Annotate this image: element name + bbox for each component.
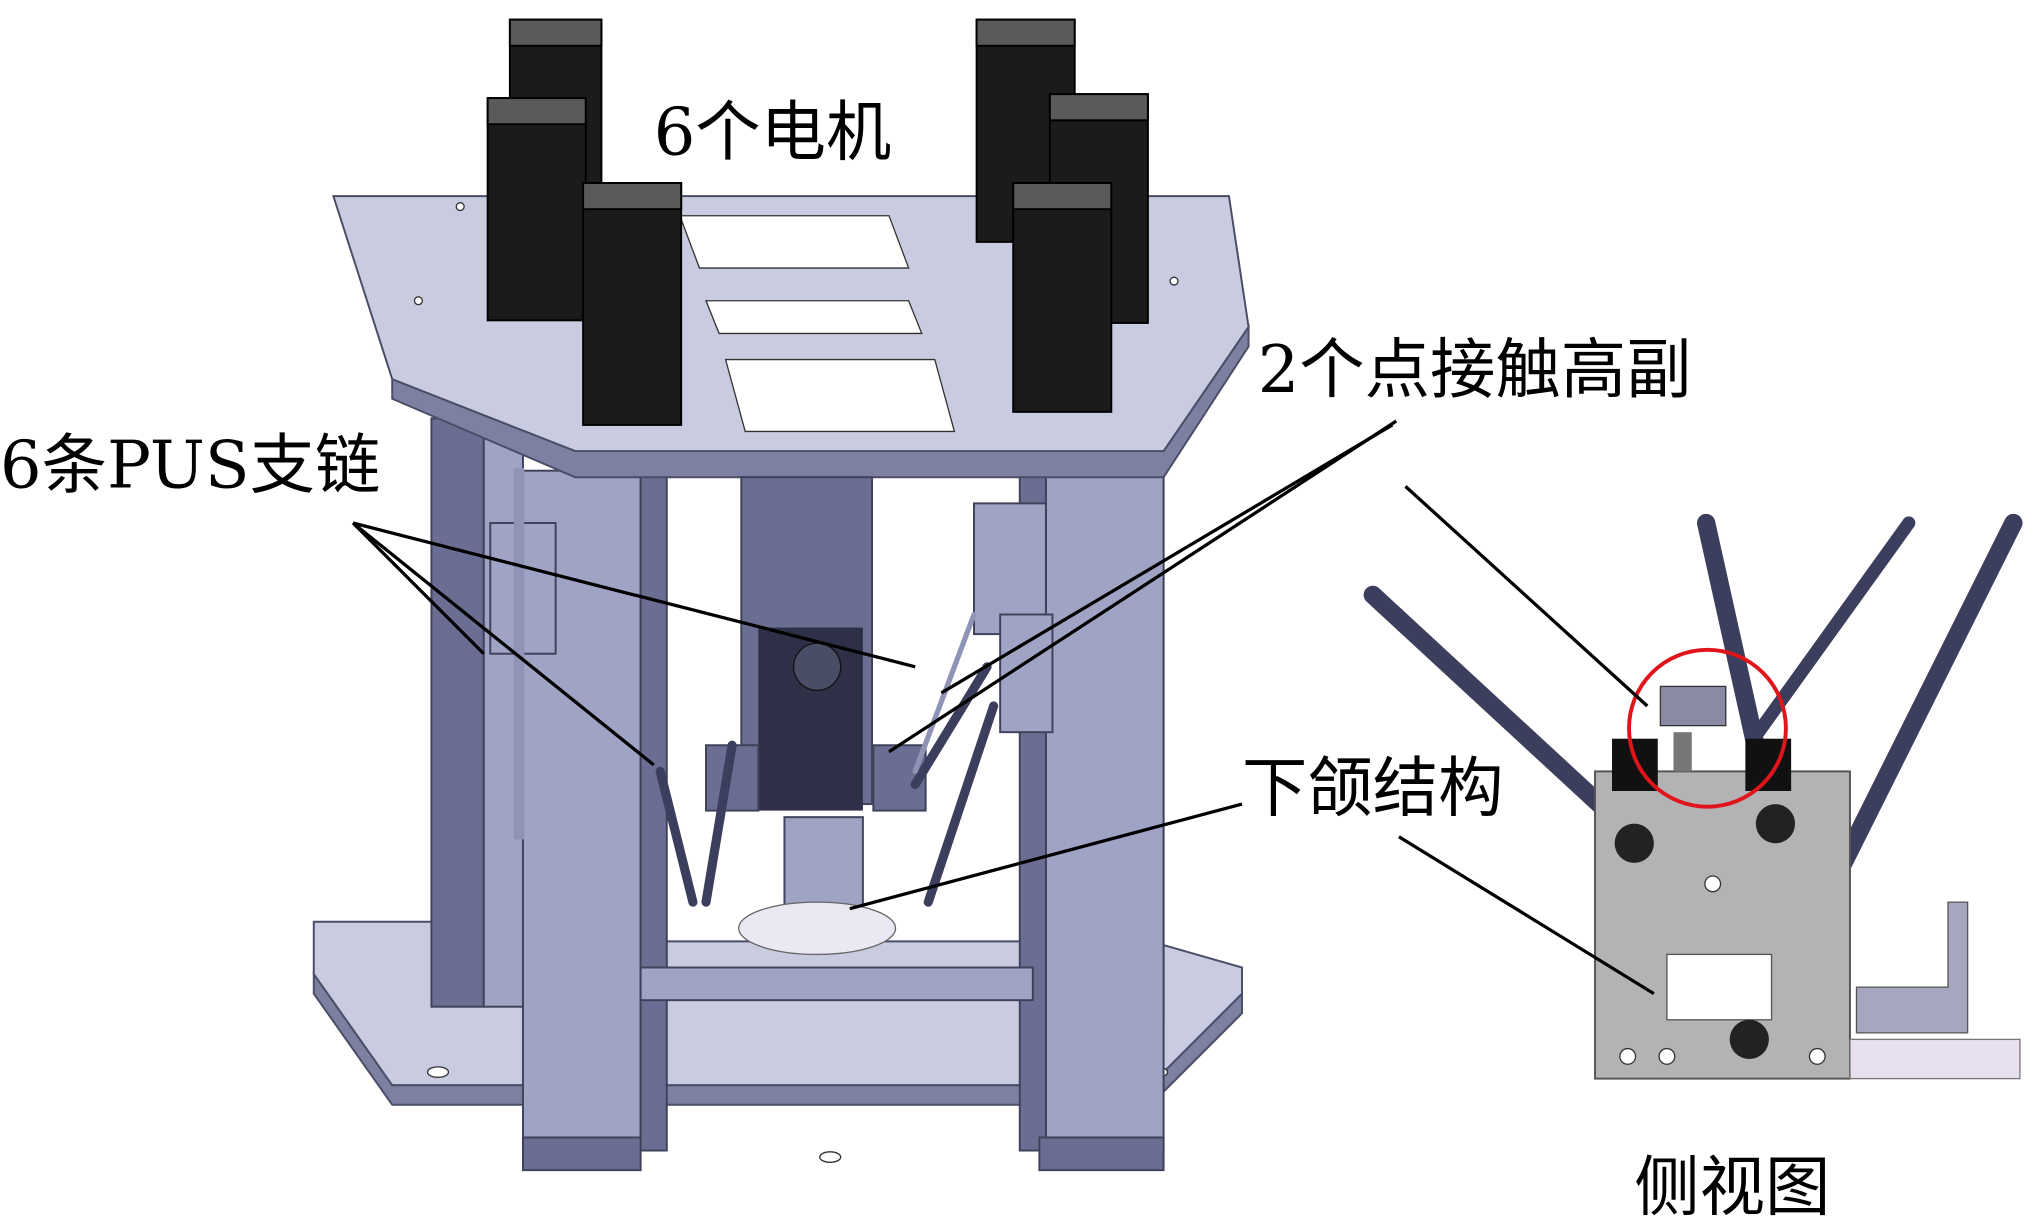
label-contact-pairs: 2个点接触高副: [1258, 332, 1692, 408]
label-jaw: 下颌结构: [1242, 751, 1503, 827]
side-view: [1363, 513, 2023, 1080]
frame-columns: [430, 417, 1165, 1172]
pus-chains: [489, 468, 1054, 907]
motors: [486, 18, 1149, 426]
jaw-structure: [705, 476, 927, 956]
label-motors: 6个电机: [654, 94, 892, 170]
label-side-view: 侧视图: [1634, 1149, 1830, 1225]
contact-pair-highlight-circle: [1627, 647, 1788, 809]
label-pus-chains: 6条PUS支链: [0, 428, 380, 504]
leader-lines: [351, 419, 1655, 996]
